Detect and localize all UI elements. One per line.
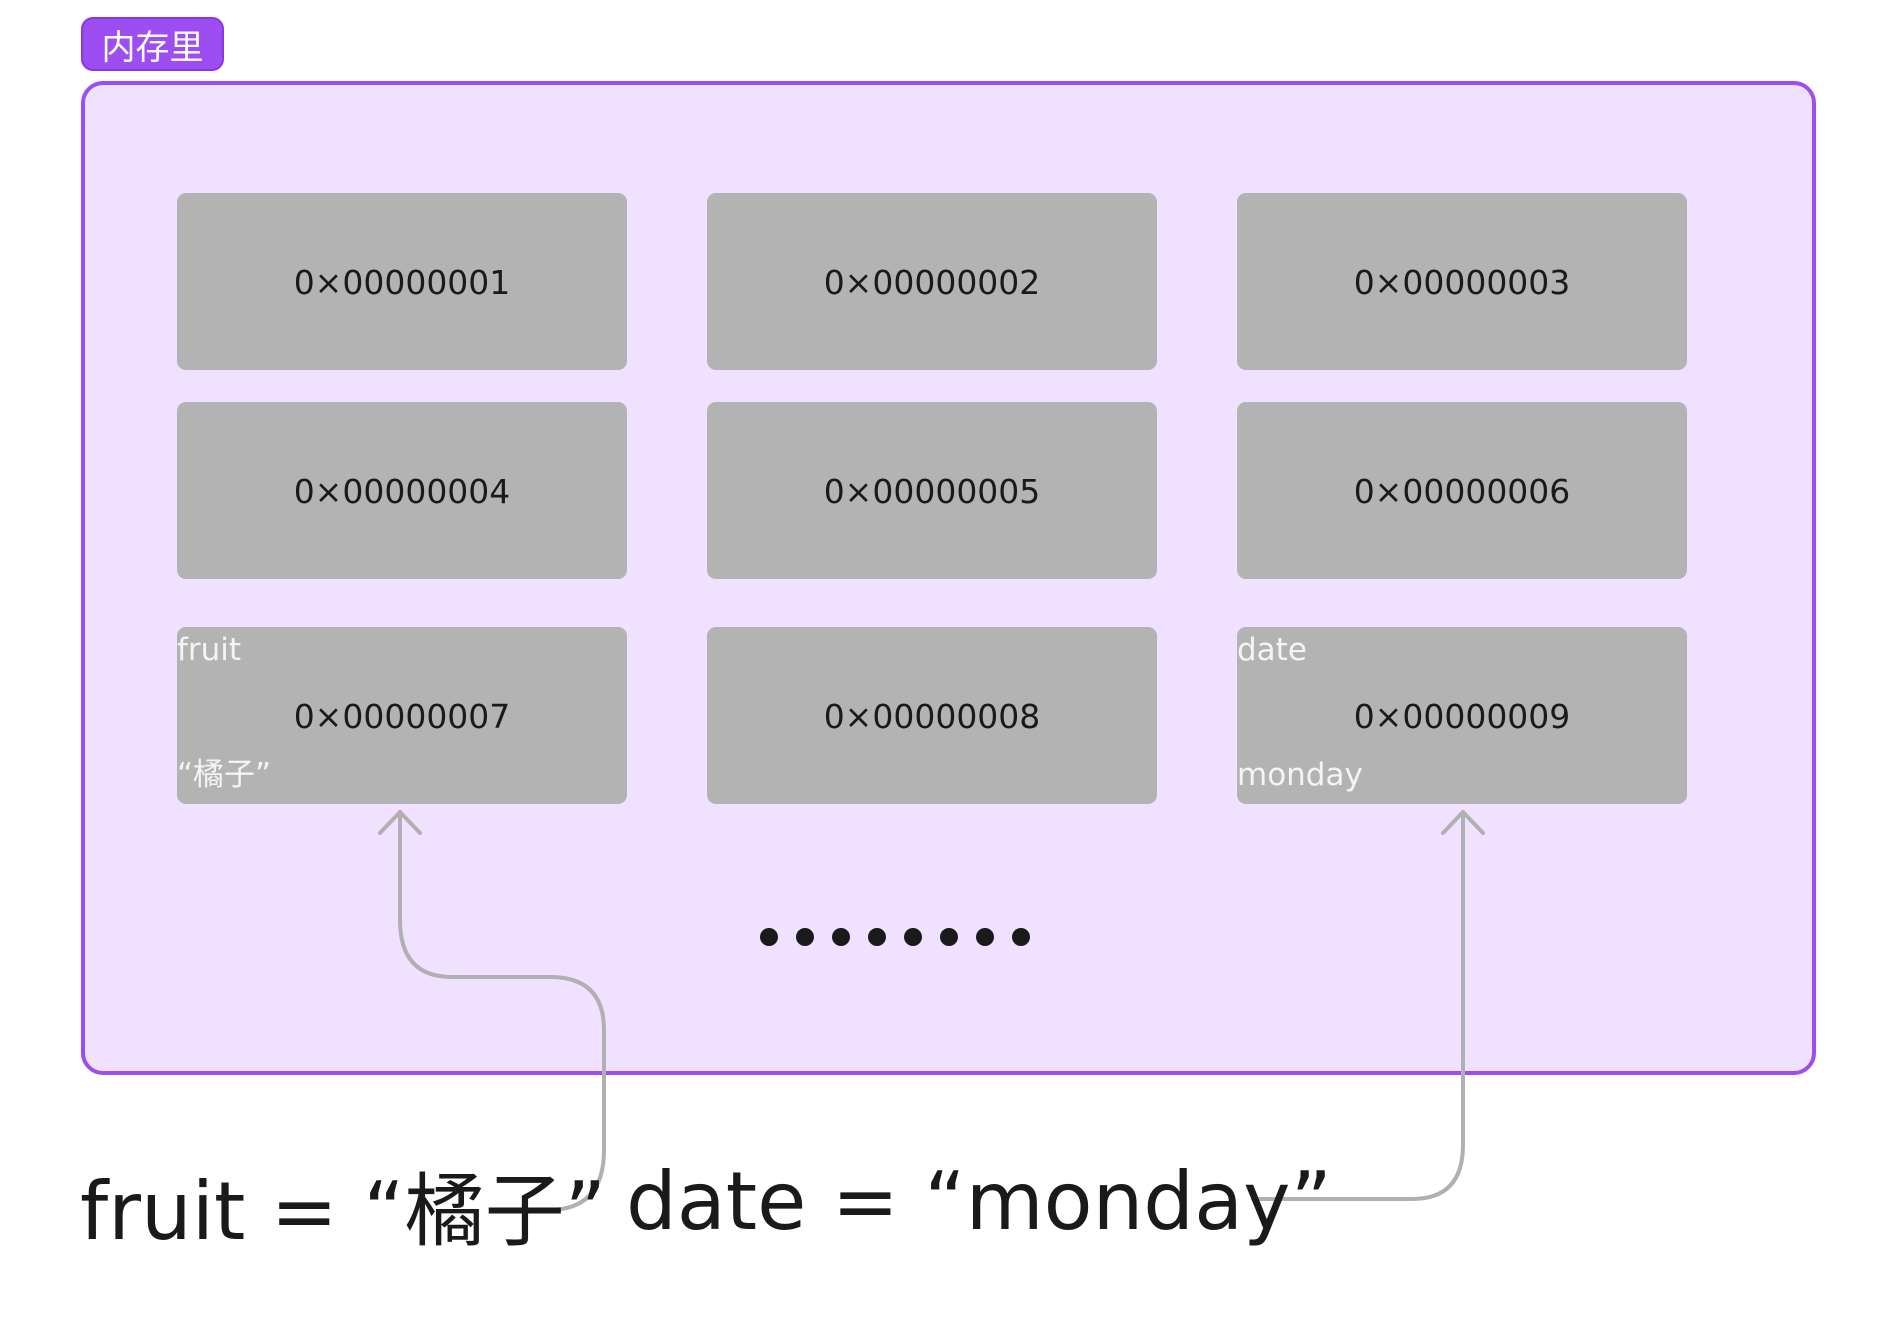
cell-value: “橘子”	[177, 757, 272, 793]
ellipsis-dot	[904, 928, 922, 946]
date-assignment: date = “monday”	[626, 1155, 1332, 1248]
cell-address: 0×00000008	[823, 697, 1041, 736]
cell-variable-name: fruit	[177, 632, 242, 668]
memory-cell-5: 0×00000005	[707, 402, 1157, 579]
memory-cell-9: date 0×00000009 monday	[1237, 627, 1687, 804]
cell-address: 0×00000005	[823, 472, 1041, 511]
cell-variable-name: date	[1237, 632, 1307, 668]
memory-cell-2: 0×00000002	[707, 193, 1157, 370]
ellipsis-dot	[832, 928, 850, 946]
memory-cell-4: 0×00000004	[177, 402, 627, 579]
cell-address: 0×00000004	[293, 472, 511, 511]
cell-address: 0×00000006	[1353, 472, 1571, 511]
memory-cell-6: 0×00000006	[1237, 402, 1687, 579]
ellipsis-dot	[760, 928, 778, 946]
ellipsis-dot	[868, 928, 886, 946]
memory-label-badge: 内存里	[81, 17, 224, 71]
fruit-arrow-head	[378, 810, 422, 835]
date-arrow-head	[1441, 810, 1485, 835]
fruit-assignment: fruit = “橘子”	[80, 1165, 607, 1258]
date-arrow-line	[1251, 810, 1465, 1201]
cell-address: 0×00000003	[1353, 263, 1571, 302]
cell-value: monday	[1237, 757, 1363, 793]
fruit-arrow-line	[398, 810, 606, 1212]
memory-cell-1: 0×00000001	[177, 193, 627, 370]
cell-address: 0×00000007	[293, 697, 511, 736]
memory-cell-8: 0×00000008	[707, 627, 1157, 804]
memory-cell-7: fruit 0×00000007 “橘子”	[177, 627, 627, 804]
cell-address: 0×00000009	[1353, 697, 1571, 736]
ellipsis-dots	[760, 922, 1030, 952]
cell-address: 0×00000002	[823, 263, 1041, 302]
ellipsis-dot	[976, 928, 994, 946]
cell-address: 0×00000001	[293, 263, 511, 302]
memory-cell-3: 0×00000003	[1237, 193, 1687, 370]
ellipsis-dot	[796, 928, 814, 946]
ellipsis-dot	[1012, 928, 1030, 946]
ellipsis-dot	[940, 928, 958, 946]
